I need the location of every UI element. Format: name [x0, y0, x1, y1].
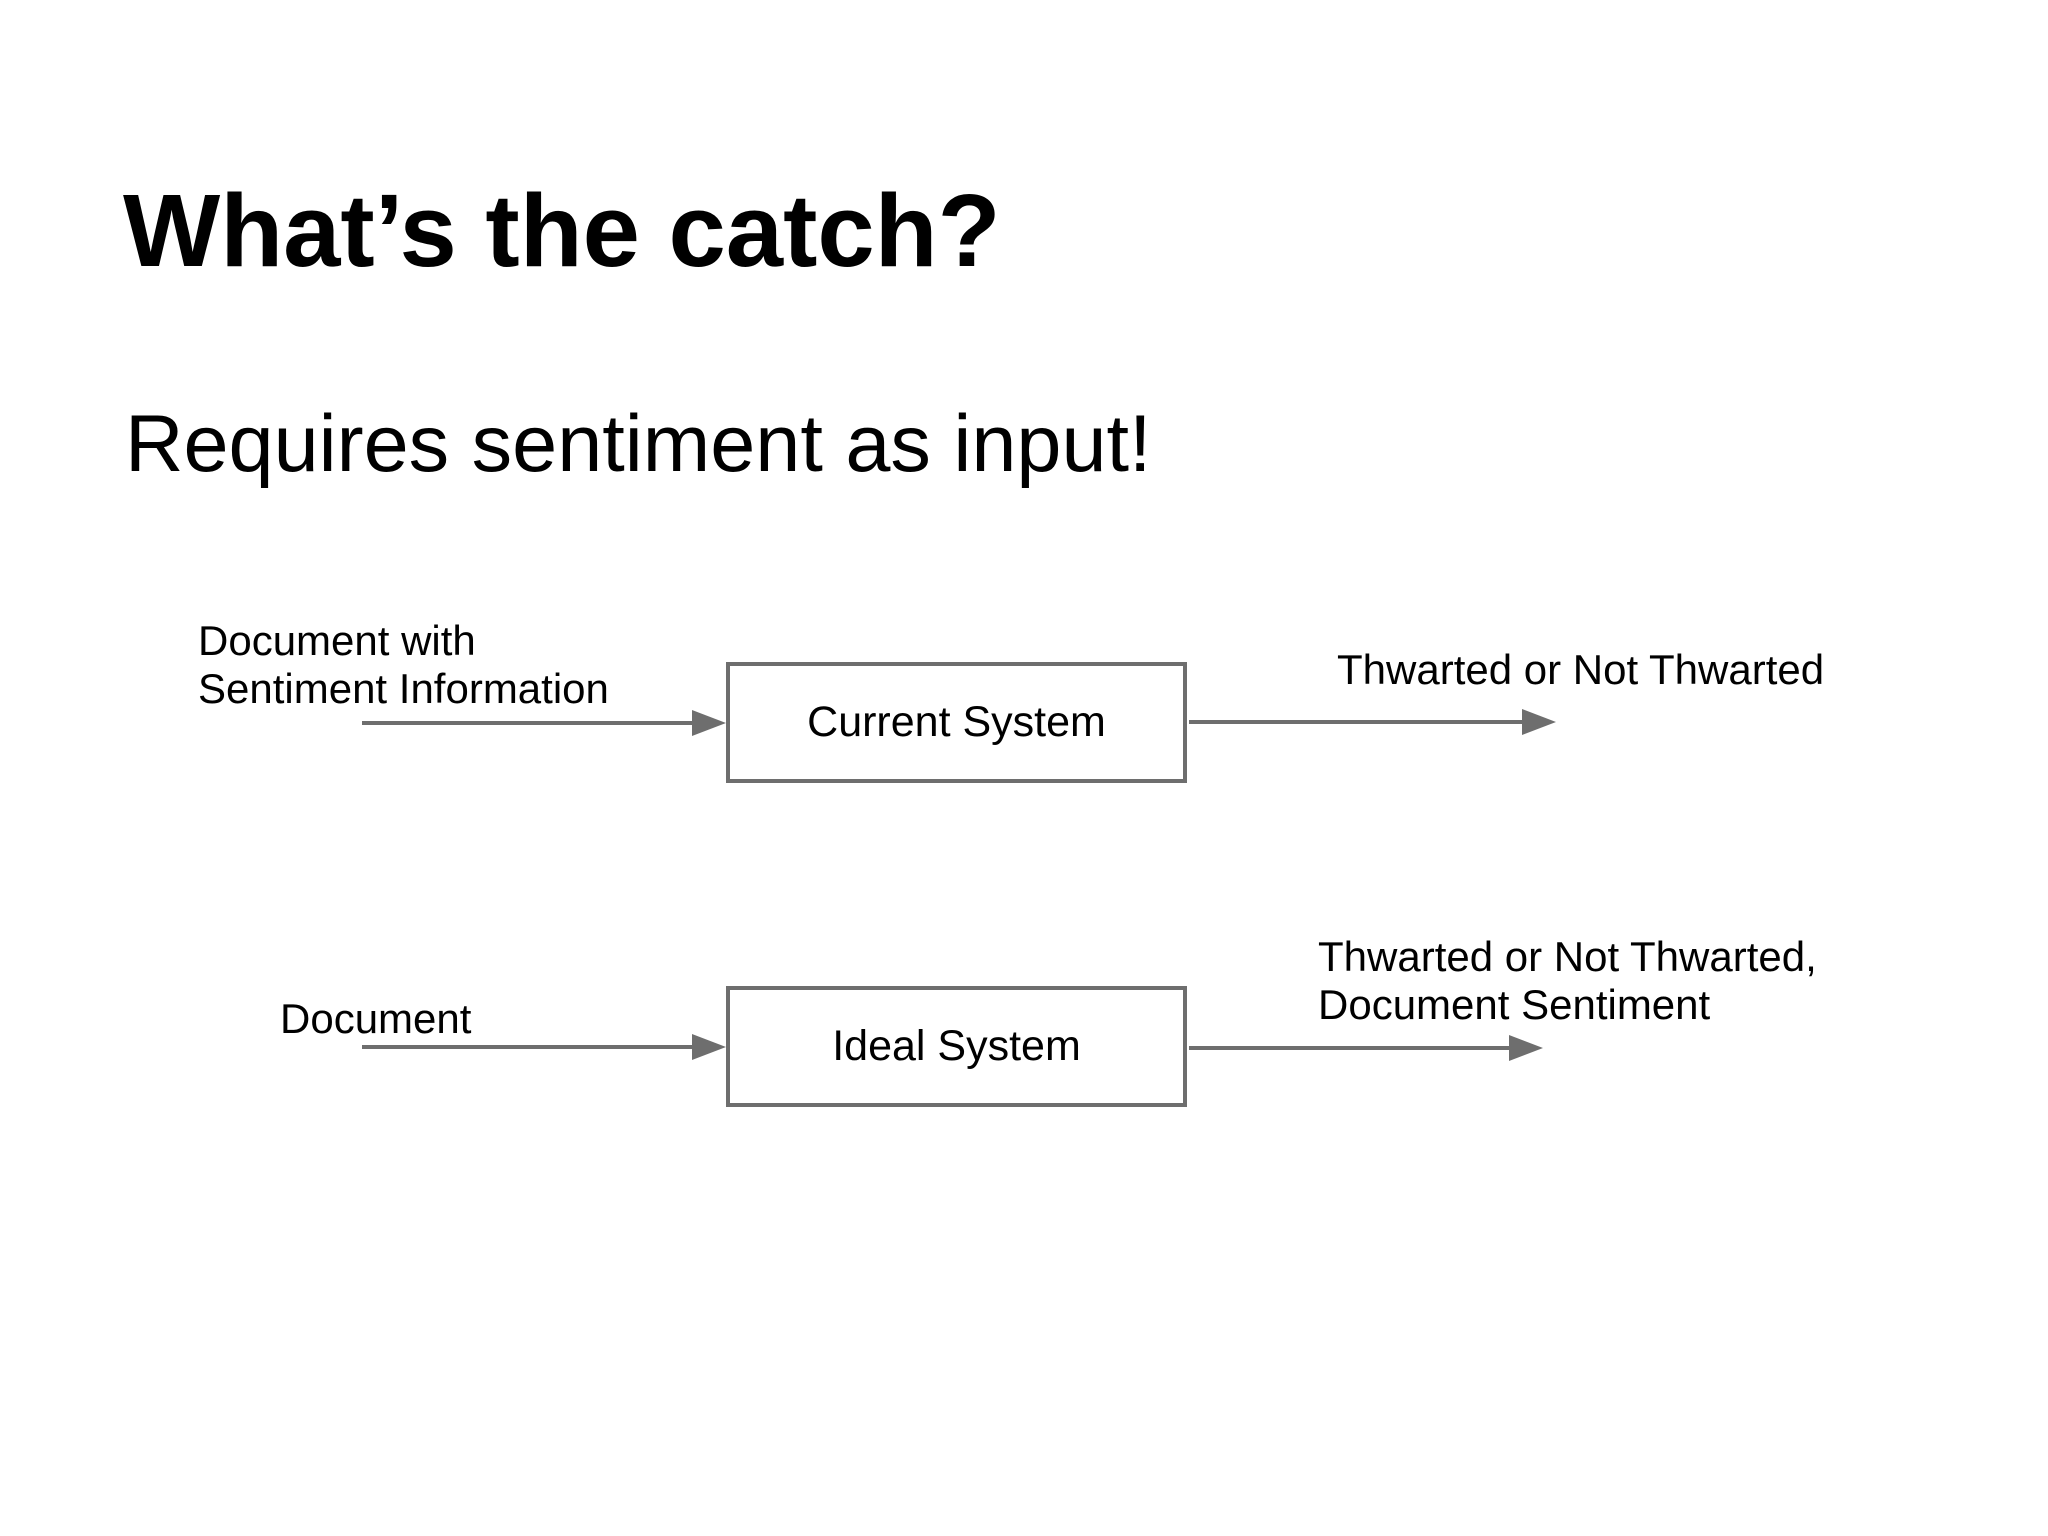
ideal-system-box: Ideal System — [726, 986, 1187, 1107]
current-system-output-arrow — [1189, 709, 1556, 735]
ideal-system-input-label: Document — [280, 995, 471, 1043]
output-label-line: Document Sentiment — [1318, 981, 1711, 1028]
current-system-box-label: Current System — [807, 698, 1106, 746]
current-system-box: Current System — [726, 662, 1187, 783]
current-system-input-label: Document with Sentiment Information — [198, 617, 609, 713]
slide-subtitle: Requires sentiment as input! — [125, 399, 1152, 489]
current-system-input-arrow — [362, 710, 726, 736]
ideal-system-box-label: Ideal System — [832, 1022, 1081, 1070]
output-label-line: Thwarted or Not Thwarted, — [1318, 933, 1817, 980]
slide-title: What’s the catch? — [123, 173, 1001, 288]
input-label-line: Sentiment Information — [198, 665, 609, 712]
ideal-system-output-arrow — [1189, 1035, 1543, 1061]
current-system-output-label: Thwarted or Not Thwarted — [1337, 646, 1824, 694]
output-label-line: Thwarted or Not Thwarted — [1337, 646, 1825, 693]
input-label-line: Document — [280, 995, 472, 1042]
ideal-system-output-label: Thwarted or Not Thwarted, Document Senti… — [1318, 933, 1817, 1029]
input-label-line: Document with — [198, 617, 476, 664]
